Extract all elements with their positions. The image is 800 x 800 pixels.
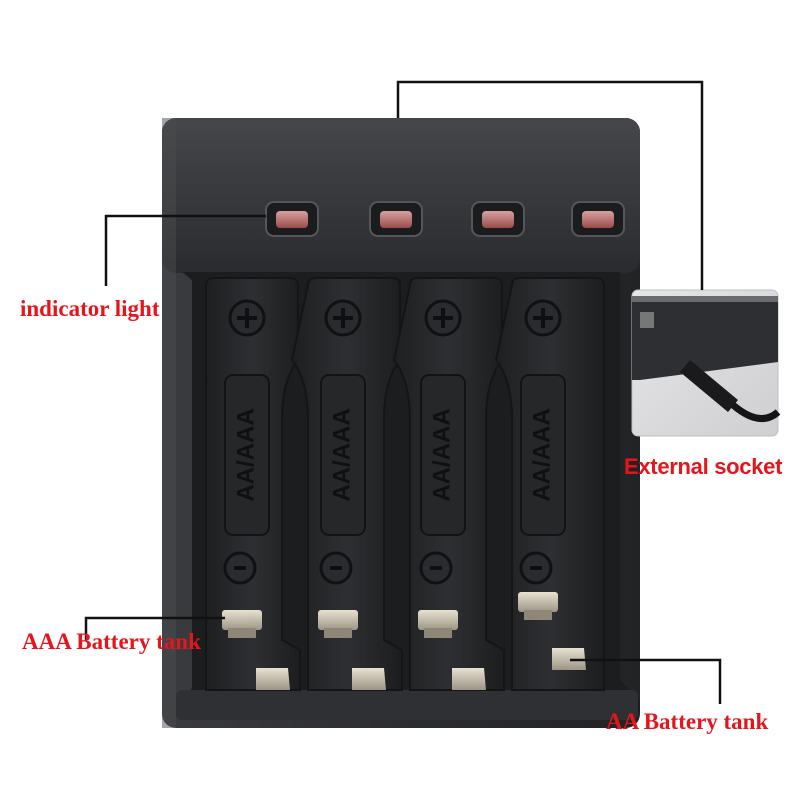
slot-marking: AA/AAA bbox=[328, 408, 355, 501]
slot-marking: AA/AAA bbox=[428, 408, 455, 501]
slot-marking: AA/AAA bbox=[232, 408, 259, 501]
socket-inset-photo bbox=[631, 289, 781, 437]
spring-contact bbox=[222, 610, 262, 638]
flat-contact bbox=[452, 668, 486, 690]
flat-contact bbox=[552, 648, 586, 670]
battery-slot: AA/AAA bbox=[205, 277, 301, 691]
indicator-led bbox=[471, 201, 525, 237]
leader-line-indicator bbox=[104, 214, 266, 286]
flat-contact bbox=[352, 668, 386, 690]
leader-line-aa bbox=[570, 658, 722, 704]
battery-slot: AA/AAA bbox=[494, 277, 605, 691]
slot-marking: AA/AAA bbox=[528, 408, 555, 501]
indicator-led bbox=[265, 201, 319, 237]
battery-slot: AA/AAA bbox=[392, 277, 505, 691]
indicator-led bbox=[369, 201, 423, 237]
aaa-battery-tank-label: AAA Battery tank bbox=[22, 629, 201, 654]
spring-contact bbox=[318, 610, 358, 638]
external-socket-label: External socket bbox=[624, 454, 783, 479]
flat-contact bbox=[256, 668, 290, 690]
battery-slot: AA/AAA bbox=[290, 277, 403, 691]
leader-line-aaa bbox=[84, 616, 225, 640]
indicator-led bbox=[571, 201, 625, 237]
leader-lines bbox=[84, 80, 722, 704]
spring-contact bbox=[418, 610, 458, 638]
leader-line-socket bbox=[396, 80, 704, 290]
aa-battery-tank-label: AA Battery tank bbox=[606, 709, 769, 734]
usb-cable bbox=[680, 360, 781, 423]
indicator-light-label: indicator light bbox=[20, 296, 160, 321]
spring-contact bbox=[518, 592, 558, 620]
socket-port bbox=[640, 312, 654, 328]
battery-slots: AA/AAA AA/AAA bbox=[205, 277, 605, 691]
indicator-lights bbox=[265, 201, 625, 237]
